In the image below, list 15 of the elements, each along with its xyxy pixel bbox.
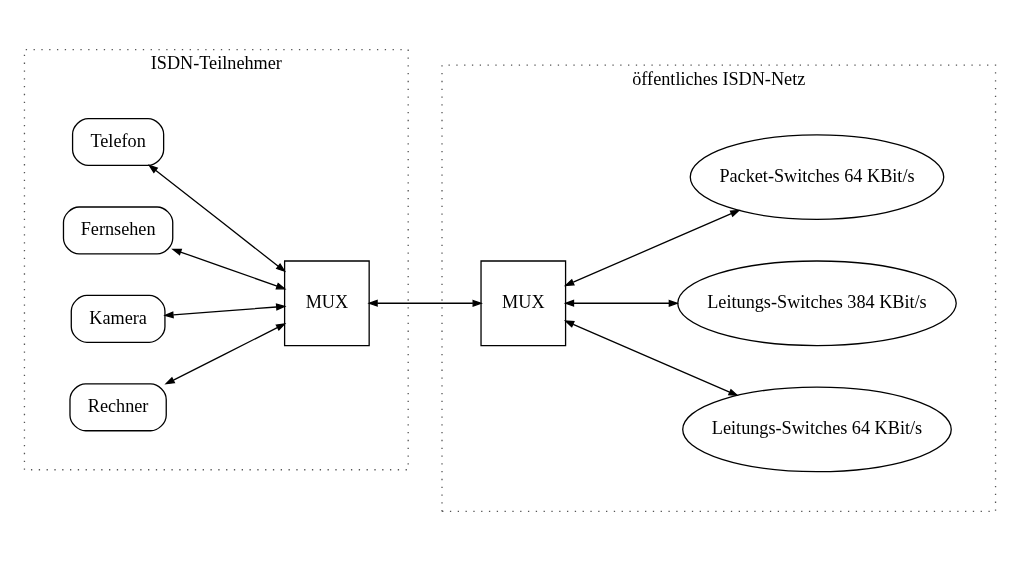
node-ellipse: Leitungs-Switches 384 KBit/s (677, 260, 957, 347)
arrow (563, 320, 739, 397)
node-box: MUX (283, 260, 370, 347)
node-box: Telefon (71, 117, 165, 167)
arrow (563, 209, 741, 287)
node-box: Fernsehen (62, 206, 174, 255)
node-box: MUX (480, 260, 567, 347)
node-box: Rechner (69, 383, 167, 432)
arrow (171, 248, 287, 290)
node-box: Kamera (70, 294, 166, 343)
arrow (367, 299, 483, 307)
arrow (147, 164, 287, 273)
arrow (164, 323, 287, 385)
arrow (563, 299, 680, 307)
arrow (163, 303, 287, 319)
